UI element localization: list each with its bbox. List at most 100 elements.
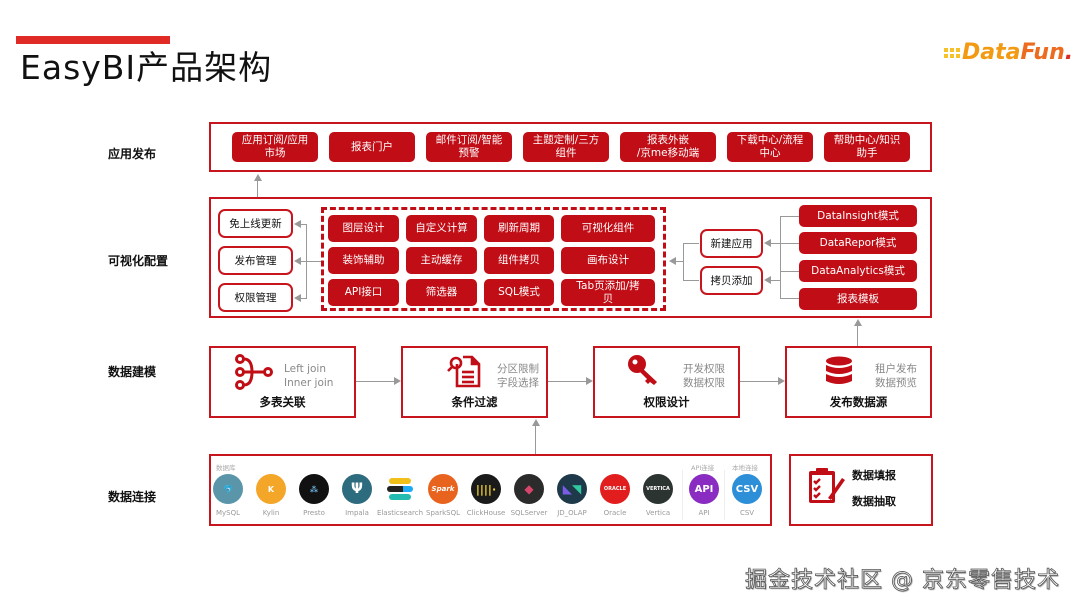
datasource-elasticsearch[interactable]: Elasticsearch: [375, 474, 425, 517]
oracle-icon: ORACLE: [600, 474, 630, 504]
mail-subscribe-alert-button[interactable]: 邮件订阅/智能 预警: [426, 132, 512, 162]
connector-line: [780, 271, 799, 272]
decoration-aid-button[interactable]: 装饰辅助: [328, 247, 399, 274]
report-portal-button[interactable]: 报表门户: [329, 132, 415, 162]
impala-icon: Ψ: [342, 474, 372, 504]
watermark: 掘金技术社区 @ 京东零售技术: [745, 568, 1060, 594]
datasource-presto[interactable]: ⁂ Presto: [289, 474, 339, 517]
clickhouse-icon: ||||·: [471, 474, 501, 504]
arrow-right-icon: [586, 377, 593, 385]
new-app-box[interactable]: 新建应用: [700, 229, 763, 258]
datasource-vertica[interactable]: VERTICA Vertica: [633, 474, 683, 517]
filter-button[interactable]: 筛选器: [406, 279, 477, 306]
custom-calculation-button[interactable]: 自定义计算: [406, 215, 477, 242]
datareport-mode-button[interactable]: DataRepor模式: [799, 232, 917, 254]
layer-design-button[interactable]: 图层设计: [328, 215, 399, 242]
kylin-icon: K: [256, 474, 286, 504]
connector-line: [780, 216, 781, 299]
sql-mode-button[interactable]: SQL模式: [484, 279, 554, 306]
datasource-clickhouse[interactable]: ||||· ClickHouse: [461, 474, 511, 517]
data-fill-label: 数据填报: [852, 469, 896, 482]
connector-line: [300, 298, 307, 299]
sqlserver-icon: ◆: [514, 474, 544, 504]
connector-line: [683, 243, 699, 244]
connector-line: [306, 261, 322, 262]
database-group-caption: 数据库: [216, 464, 236, 472]
connector-line: [780, 298, 799, 299]
arrow-left-icon: [294, 257, 301, 265]
app-subscribe-market-button[interactable]: 应用订阅/应用 市场: [232, 132, 318, 162]
refresh-cycle-button[interactable]: 刷新周期: [484, 215, 554, 242]
report-embed-mobile-button[interactable]: 报表外嵌 /京me移动端: [620, 132, 716, 162]
datasource-kylin[interactable]: K Kylin: [246, 474, 296, 517]
dataanalytics-mode-button[interactable]: DataAnalytics模式: [799, 260, 917, 282]
datasource-mysql[interactable]: 🐬 MySQL: [203, 474, 253, 517]
api-interface-button[interactable]: API接口: [328, 279, 399, 306]
connector-line: [676, 261, 684, 262]
elasticsearch-icon: [385, 474, 415, 504]
connector-line: [548, 381, 587, 382]
datasource-sparksql[interactable]: Spark SparkSQL: [418, 474, 468, 517]
connector-line: [257, 180, 258, 197]
tab-add-copy-button[interactable]: Tab页添加/拷 贝: [561, 279, 655, 306]
join-types-text: Left join Inner join: [284, 363, 334, 389]
copy-add-box[interactable]: 拷贝添加: [700, 266, 763, 295]
arrow-right-icon: [394, 377, 401, 385]
multi-table-join-step[interactable]: Left join Inner join 多表关联: [209, 346, 356, 418]
connector-line: [356, 381, 395, 382]
datasource-sqlserver[interactable]: ◆ SQLServer: [504, 474, 554, 517]
step-title: 条件过滤: [451, 395, 498, 409]
row-label-data-connect: 数据连接: [108, 490, 157, 504]
logo-dots-icon: [944, 47, 960, 58]
filter-options-text: 分区限制 字段选择: [497, 363, 539, 389]
theme-custom-component-button[interactable]: 主题定制/三方 组件: [523, 132, 609, 162]
connector-line: [780, 243, 799, 244]
join-icon: [235, 354, 273, 390]
permission-management-box[interactable]: 权限管理: [218, 283, 293, 312]
step-title: 发布数据源: [829, 395, 888, 409]
clipboard-checklist-icon: [809, 468, 845, 503]
csv-icon: CSV: [732, 474, 762, 504]
download-process-center-button[interactable]: 下载中心/流程 中心: [727, 132, 813, 162]
database-icon: [826, 356, 852, 384]
arrow-left-icon: [764, 276, 771, 284]
canvas-design-button[interactable]: 画布设计: [561, 247, 655, 274]
datasource-api[interactable]: API API: [679, 474, 729, 517]
step-title: 多表关联: [259, 395, 306, 409]
connector-line: [535, 424, 536, 454]
local-group-caption: 本地连接: [732, 464, 758, 472]
connector-line: [300, 224, 307, 225]
data-extract-label: 数据抽取: [852, 495, 896, 508]
datasource-impala[interactable]: Ψ Impala: [332, 474, 382, 517]
connector-line: [780, 216, 799, 217]
title-accent-bar: [16, 36, 170, 44]
condition-filter-step[interactable]: 分区限制 字段选择 条件过滤: [401, 346, 548, 418]
api-icon: API: [689, 474, 719, 504]
publish-management-box[interactable]: 发布管理: [218, 246, 293, 275]
datasource-oracle[interactable]: ORACLE Oracle: [590, 474, 640, 517]
row-label-data-modeling: 数据建模: [108, 365, 157, 379]
document-search-icon: [447, 355, 481, 388]
key-icon: [628, 355, 657, 385]
connector-line: [683, 280, 699, 281]
datasource-jd-olap[interactable]: ◣◥ JD_OLAP: [547, 474, 597, 517]
connector-line: [857, 324, 858, 346]
visual-component-button[interactable]: 可视化组件: [561, 215, 655, 242]
arrow-left-icon: [764, 239, 771, 247]
datasource-csv[interactable]: CSV CSV: [722, 474, 772, 517]
feature-grid-dashed-frame: [321, 207, 666, 311]
vertica-icon: VERTICA: [643, 474, 673, 504]
datainsight-mode-button[interactable]: DataInsight模式: [799, 205, 917, 227]
component-copy-button[interactable]: 组件拷贝: [484, 247, 554, 274]
active-cache-button[interactable]: 主动缓存: [406, 247, 477, 274]
publish-datasource-step[interactable]: 租户发布 数据预览 发布数据源: [785, 346, 932, 418]
report-template-button[interactable]: 报表模板: [799, 288, 917, 310]
presto-icon: ⁂: [299, 474, 329, 504]
arrow-up-icon: [854, 319, 862, 326]
arrow-left-icon: [294, 220, 301, 228]
no-release-update-box[interactable]: 免上线更新: [218, 209, 293, 238]
permission-design-step[interactable]: 开发权限 数据权限 权限设计: [593, 346, 740, 418]
group-divider: [682, 470, 683, 520]
help-knowledge-center-button[interactable]: 帮助中心/知识 助手: [824, 132, 910, 162]
arrow-left-icon: [294, 294, 301, 302]
